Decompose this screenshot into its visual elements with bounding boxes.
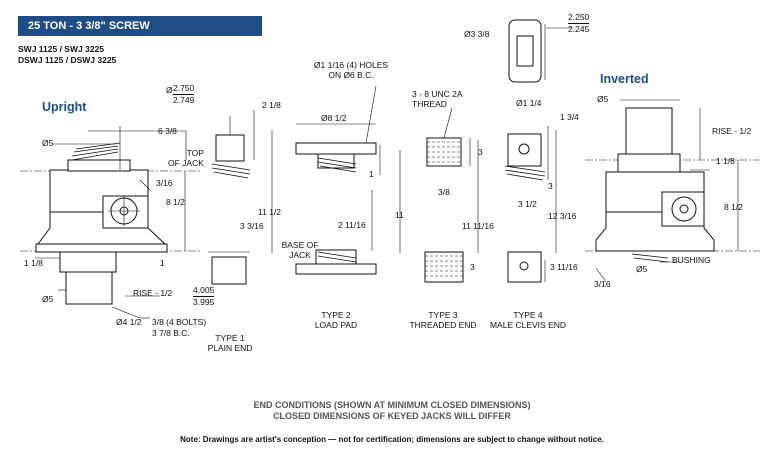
type4-clevis-end xyxy=(504,19,572,283)
label-1-3-4: 1 3/4 xyxy=(560,112,579,122)
label-bushing: BUSHING xyxy=(672,255,711,265)
label-d2750-prefix: Ø xyxy=(166,85,173,95)
label-1-1-8-inverted: 1 1/8 xyxy=(716,156,735,166)
end-conditions-note: END CONDITIONS (SHOWN AT MINIMUM CLOSED … xyxy=(0,400,784,422)
label-d2750-upper: 2.750 xyxy=(173,83,195,95)
label-1-1-8-upright: 1 1/8 xyxy=(24,258,43,268)
label-d4005: 4.005 3.995 xyxy=(193,285,215,307)
label-d4005-lower: 3.995 xyxy=(193,297,215,307)
label-6-3-8: 6 3/8 xyxy=(158,126,177,136)
label-d2250-lower: 2.245 xyxy=(568,24,590,34)
heading-inverted: Inverted xyxy=(600,72,649,86)
label-3-type4: 3 xyxy=(548,181,553,191)
label-thread: 3 - 8 UNC 2A THREAD xyxy=(412,89,463,109)
label-1-upright: 1 xyxy=(160,258,165,268)
caption-type4: TYPE 4 MALE CLEVIS END xyxy=(489,310,567,330)
title-banner: 25 TON - 3 3/8" SCREW xyxy=(18,16,262,36)
label-3-1-2: 3 1/2 xyxy=(518,199,537,209)
label-11-1-2: 11 1/2 xyxy=(258,207,282,217)
label-2-1-8: 2 1/8 xyxy=(262,100,281,110)
label-8-1-2-inverted: 8 1/2 xyxy=(724,202,743,212)
label-rise-inverted: RISE - 1/2 xyxy=(712,126,752,136)
label-8-1-2-upright: 8 1/2 xyxy=(166,197,185,207)
label-d2750-lower: 2.749 xyxy=(173,95,195,105)
label-dia5-left: Ø5 xyxy=(42,138,54,148)
label-3-3-16: 3 3/16 xyxy=(240,221,264,231)
caption-type3: TYPE 3 THREADED END xyxy=(409,310,477,330)
label-d3-3-8: Ø3 3/8 xyxy=(464,29,490,39)
label-top-of-jack: TOP OF JACK xyxy=(168,148,204,168)
label-11: 11 xyxy=(395,210,404,220)
label-rise-upright: RISE - 1/2 xyxy=(133,288,173,298)
end-conditions-line-1: END CONDITIONS (SHOWN AT MINIMUM CLOSED … xyxy=(253,400,531,410)
label-11-11-16: 11 11/16 xyxy=(462,221,494,231)
label-d2250-upper: 2.250 xyxy=(568,12,590,24)
label-3-11-16: 3 11/16 xyxy=(550,262,578,272)
label-d2750: 2.750 2.749 xyxy=(173,83,195,105)
disclaimer-note: Note: Drawings are artist's conception —… xyxy=(180,435,604,444)
type2-load-pad xyxy=(295,85,401,275)
label-d1-1-4: Ø1 1/4 xyxy=(516,98,542,108)
label-d4005-upper: 4.005 xyxy=(193,285,215,297)
upright-jack xyxy=(20,126,200,319)
label-2-11-16: 2 11/16 xyxy=(338,220,366,230)
caption-type1: TYPE 1 PLAIN END xyxy=(207,333,253,353)
label-d4-1-2: Ø4 1/2 xyxy=(116,317,142,327)
label-d2250: 2.250 2.245 xyxy=(568,12,590,34)
type1-plain-end xyxy=(208,110,273,285)
type3-threaded-end xyxy=(424,107,479,283)
label-dia5-inverted: Ø5 xyxy=(597,94,609,104)
model-line-2: DSWJ 1125 / DSWJ 3225 xyxy=(18,55,117,65)
label-3-16-inverted: 3/16 xyxy=(594,279,611,289)
heading-upright: Upright xyxy=(42,100,87,114)
inverted-jack xyxy=(585,99,760,283)
label-base-of-jack: BASE OF JACK xyxy=(281,240,319,260)
label-3-type3: 3 xyxy=(478,147,483,157)
end-conditions-line-2: CLOSED DIMENSIONS OF KEYED JACKS WILL DI… xyxy=(273,411,511,421)
caption-type2: TYPE 2 LOAD PAD xyxy=(314,310,358,330)
label-3-8: 3/8 xyxy=(438,187,450,197)
label-12-3-16: 12 3/16 xyxy=(548,211,577,221)
label-dia5-bottom: Ø5 xyxy=(42,294,54,304)
label-bolts: 3/8 (4 BOLTS) xyxy=(152,317,207,327)
label-dia5-inverted-bottom: Ø5 xyxy=(636,264,648,274)
model-line-1: SWJ 1125 / SWJ 3225 xyxy=(18,44,104,54)
model-numbers: SWJ 1125 / SWJ 3225 DSWJ 1125 / DSWJ 322… xyxy=(18,44,116,66)
label-3-type3-bottom: 3 xyxy=(470,262,475,272)
label-1-mid: 1 xyxy=(369,169,374,179)
label-bc-3-7-8: 3 7/8 B.C. xyxy=(152,328,190,338)
label-3-16-upright: 3/16 xyxy=(156,178,173,188)
label-holes: Ø1 1/16 (4) HOLES ON Ø6 B.C. xyxy=(313,60,389,80)
label-d8-1-2: Ø8 1/2 xyxy=(321,113,347,123)
